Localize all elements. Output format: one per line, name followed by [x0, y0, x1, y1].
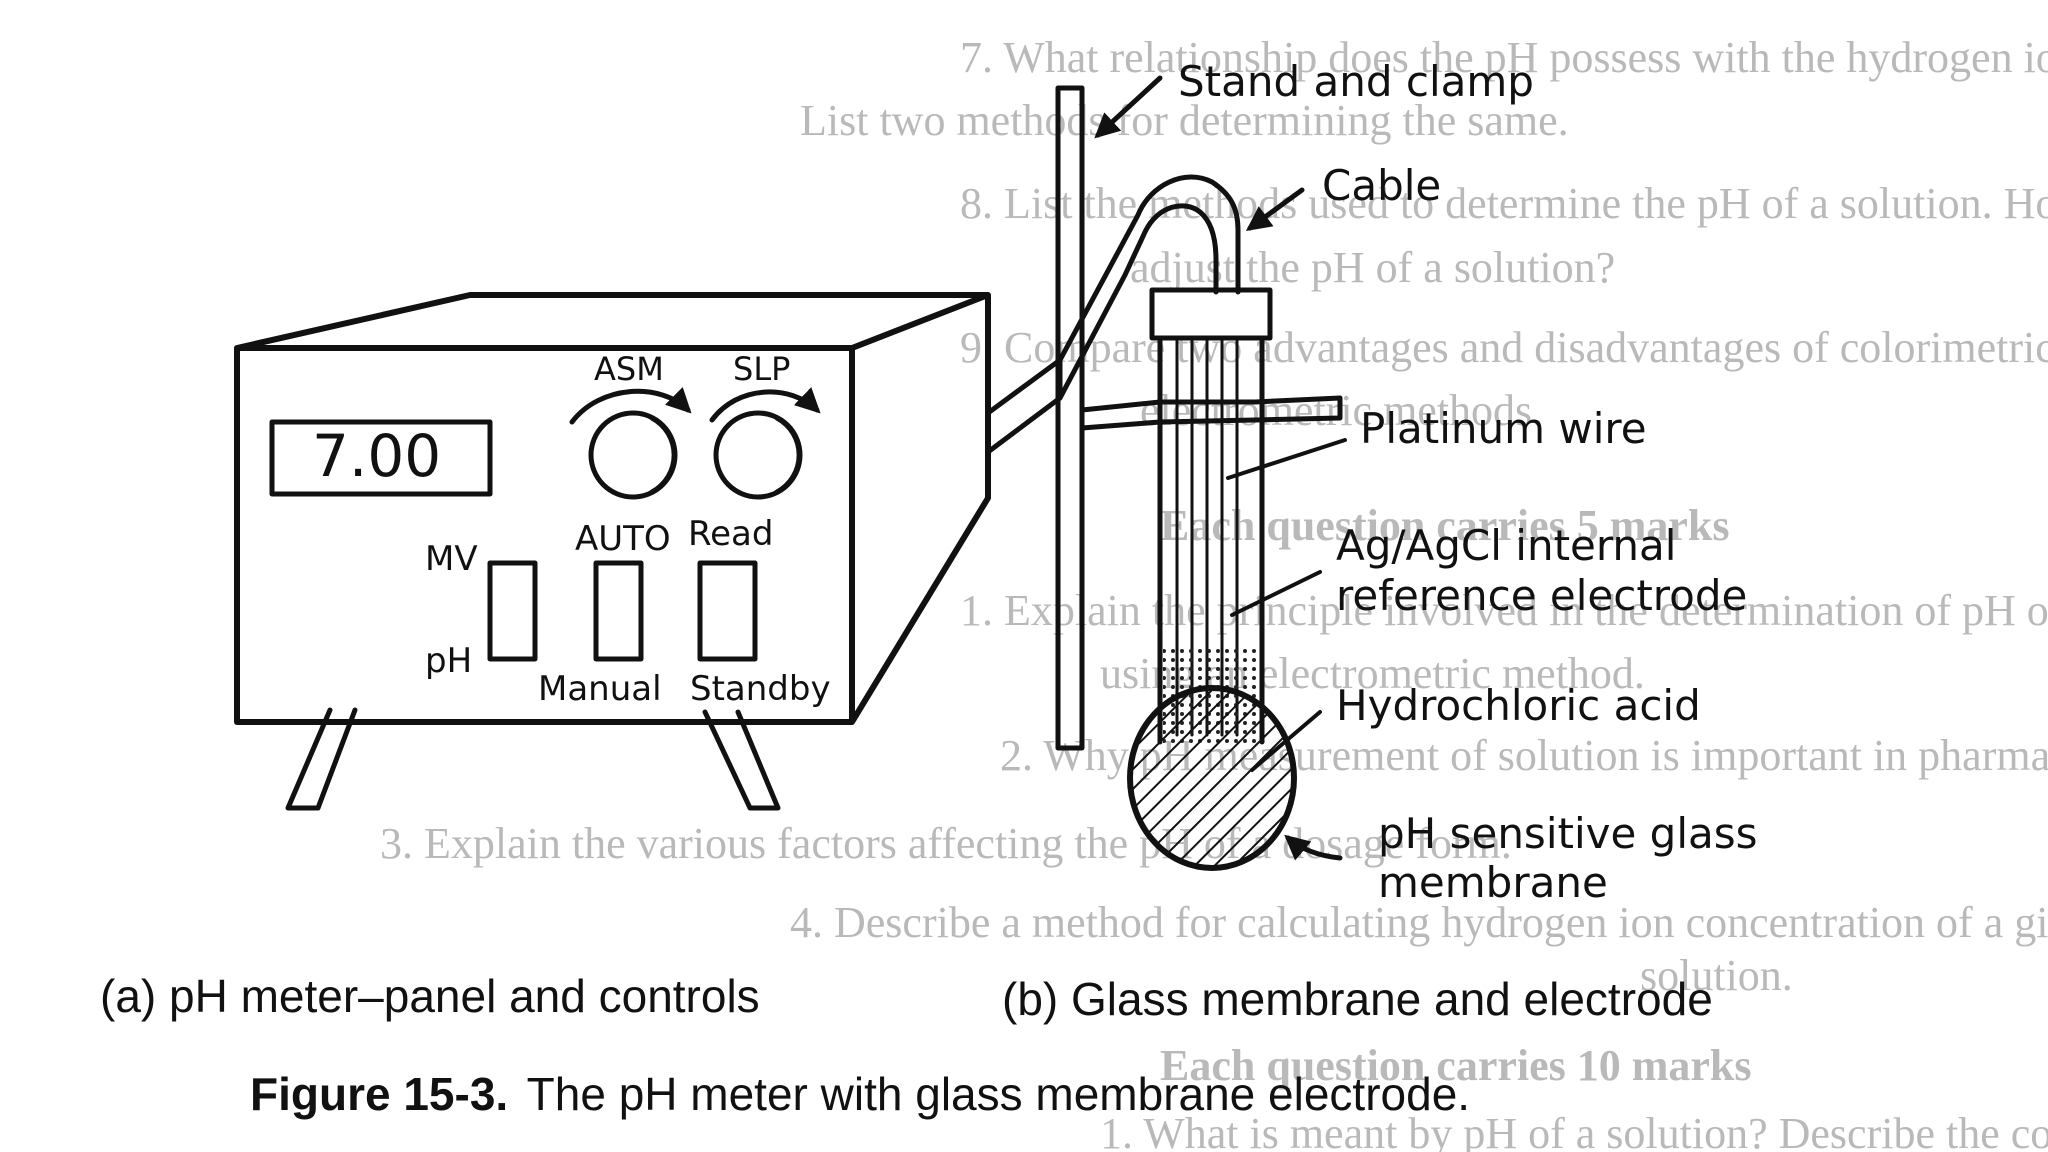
- glass-membrane-bulb: [1127, 685, 1297, 871]
- bleed-line: 1. Explain the principle involved in the…: [960, 586, 2048, 635]
- platinum-leader: [1226, 438, 1347, 480]
- ph-label: pH: [425, 641, 472, 681]
- auto-label: AUTO: [575, 519, 671, 559]
- asm-knob-rim: [649, 415, 677, 495]
- manual-label: Manual: [538, 669, 662, 709]
- bleed-line: 8. List the methods used to determine th…: [960, 179, 2048, 228]
- electrode-labels: Stand and clamp Cable Platinum wire Ag/A…: [1178, 57, 1758, 907]
- meter-leg-right: [702, 709, 781, 811]
- mv-ph-switch[interactable]: [487, 560, 538, 662]
- acid-leader: [1250, 710, 1322, 772]
- asm-knob[interactable]: [569, 387, 692, 500]
- bleed-line: 3. Explain the various factors affecting…: [380, 819, 1512, 868]
- reference-leader: [1230, 570, 1322, 617]
- auto-manual-switch[interactable]: [593, 560, 644, 662]
- mv-label: MV: [425, 539, 478, 579]
- slp-rotate-arrow-icon: [709, 387, 821, 423]
- reference-label-line2: reference electrode: [1336, 571, 1747, 620]
- stand-label: Stand and clamp: [1178, 57, 1534, 106]
- membrane-label-line1: pH sensitive glass: [1378, 809, 1758, 858]
- standby-label: Standby: [690, 669, 831, 709]
- electrode-cable-inner: [1057, 203, 1219, 401]
- bleed-line: 7. What relationship does the pH possess…: [960, 33, 2048, 82]
- read-label: Read: [688, 514, 773, 554]
- figure-captions: (a) pH meter–panel and controls (b) Glas…: [100, 970, 1713, 1120]
- acid-label: Hydrochloric acid: [1336, 681, 1701, 730]
- membrane-label-line2: membrane: [1378, 858, 1608, 907]
- bleed-line: Each question carries 10 marks: [1160, 1041, 1752, 1090]
- asm-rotate-arrow-icon: [569, 387, 692, 425]
- read-standby-switch[interactable]: [697, 560, 758, 662]
- bleed-line: solution.: [1640, 951, 1793, 1000]
- bleed-line: List two methods for determining the sam…: [800, 96, 1569, 145]
- figure-caption: Figure 15-3. The pH meter with glass mem…: [250, 1068, 1470, 1120]
- membrane-leader: [1284, 834, 1343, 861]
- meter-case: [234, 292, 991, 725]
- bleed-line: 9. Compare two advantages and disadvanta…: [960, 323, 2048, 372]
- slp-knob[interactable]: [709, 387, 821, 500]
- cable-label: Cable: [1322, 161, 1441, 210]
- stand-leader: [1094, 75, 1163, 139]
- platinum-label: Platinum wire: [1360, 404, 1647, 453]
- bleed-through-text: 7. What relationship does the pH possess…: [380, 33, 2048, 1152]
- leader-lines: [1094, 75, 1347, 861]
- figure-title: The pH meter with glass membrane electro…: [527, 1068, 1470, 1120]
- cable-leader: [1245, 187, 1305, 231]
- meter-leg-left: [285, 707, 358, 811]
- bleed-line: 1. What is meant by pH of a solution? De…: [1100, 1109, 2048, 1152]
- ph-meter: 7.00 ASM SLP MV pH AUTO Manual Read Stan…: [234, 292, 991, 811]
- electrode-assembly: [985, 85, 1343, 871]
- caption-part-a: (a) pH meter–panel and controls: [100, 970, 760, 1022]
- reference-label-line1: Ag/AgCl internal: [1336, 521, 1676, 570]
- meter-display: [269, 419, 493, 497]
- bleed-line: Each question carries 5 marks: [1160, 501, 1730, 550]
- bleed-line: 4. Describe a method for calculating hyd…: [790, 898, 2048, 947]
- electrode-cable: [1057, 174, 1241, 363]
- asm-label: ASM: [594, 350, 664, 388]
- slp-label: SLP: [733, 350, 790, 388]
- caption-part-b: (b) Glass membrane and electrode: [1002, 973, 1713, 1025]
- electrode-cap: [1149, 287, 1273, 341]
- meter-display-value: 7.00: [312, 422, 441, 490]
- bleed-line: adjust the pH of a solution?: [1130, 243, 1615, 292]
- electrode-body: [1157, 335, 1265, 745]
- meter-to-stand-cable: [985, 357, 1063, 455]
- slp-knob-rim: [774, 415, 802, 495]
- figure-number: Figure 15-3.: [250, 1068, 508, 1120]
